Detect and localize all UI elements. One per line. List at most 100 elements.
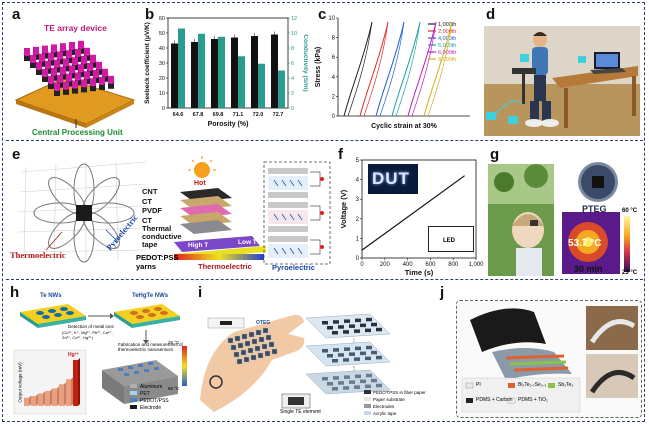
seebeck-bar	[171, 43, 178, 108]
temp-high-label: 60 °C	[622, 208, 638, 214]
ion-bar	[73, 360, 78, 406]
layer-cell	[376, 383, 382, 388]
row-separator-2	[6, 279, 643, 280]
te-leg-body	[24, 54, 30, 61]
h-legend-pedot: PEDOT/PSS	[130, 398, 169, 405]
layer-cell	[366, 373, 372, 378]
layer-cell	[349, 352, 355, 356]
x-tick-label: 600	[425, 262, 436, 268]
ion-bar	[38, 393, 43, 406]
x-tick-label: 71.1	[233, 112, 244, 118]
label-low-t: Low T	[238, 239, 257, 246]
te-leg-cap	[93, 70, 99, 76]
layer-cell	[366, 345, 372, 350]
stress-curve-5,000th	[391, 21, 421, 117]
te-leg-cap	[78, 64, 84, 71]
te-leg-body	[72, 86, 78, 94]
hand-te-cell	[255, 329, 262, 336]
y-tick-label: 10	[159, 91, 165, 97]
layer-labels: CNT CT PVDF CT Thermal conductive tape	[142, 187, 182, 249]
panel-a-subtitle: Central Processing Unit	[32, 128, 123, 137]
y-tick-label: 20	[159, 76, 165, 82]
te-leg-body	[63, 87, 69, 95]
layer-cell	[333, 348, 339, 352]
ion-bar-side	[71, 377, 73, 406]
layer-cell	[365, 356, 371, 361]
temp-low-label: 23 °C	[622, 270, 638, 276]
ion-bar-side	[57, 386, 59, 406]
hand-te-cell	[264, 350, 271, 357]
ion-bar	[45, 390, 50, 406]
textile-device-illustration	[17, 156, 331, 265]
plot-frame	[361, 159, 477, 259]
layer-cell	[365, 384, 371, 389]
y-tick-label: 0	[162, 106, 165, 112]
ion-response-bars	[24, 358, 80, 406]
layer-cell	[322, 377, 328, 381]
panel-d: d	[482, 4, 642, 138]
y2-tick-label: 4	[291, 76, 294, 82]
hand-te-grid	[227, 327, 278, 365]
wrist-teg-illustration	[200, 313, 391, 415]
layer-cell	[338, 353, 344, 357]
te-leg-cap	[102, 68, 108, 75]
layer-cell	[360, 323, 366, 328]
hand-te-cell	[247, 347, 254, 354]
panel-label-f: f	[338, 146, 343, 163]
ion-bar	[31, 395, 36, 406]
x-axis-label: Porosity (%)	[208, 121, 249, 128]
hand-te-cell	[244, 340, 251, 347]
layer-cell	[343, 358, 349, 362]
x-axis-label: Cyclic strain at 30%	[371, 123, 438, 130]
j-legend-sbte: Sb₂Te₃	[558, 382, 574, 388]
label-thermoelectric-bottom: Thermoelectric	[198, 262, 252, 271]
y-axis-label: Voltage (V)	[339, 189, 348, 228]
row-separator-1	[6, 140, 643, 141]
layer-cell	[332, 387, 338, 391]
y-tick-label: 0	[332, 114, 336, 120]
temp-cold-label: 65 °C	[168, 386, 180, 391]
te-leg-cap	[51, 67, 57, 74]
te-leg-cap	[54, 59, 60, 66]
stress-curve-return-2,000th	[363, 21, 389, 117]
layer-cell	[371, 378, 377, 383]
layer-pvdf-label: PVDF	[142, 206, 163, 215]
plot-frame	[167, 17, 289, 109]
x-tick-label: 1,000	[468, 262, 484, 268]
ion-bar-side	[36, 393, 38, 406]
ion-bar	[59, 384, 64, 406]
te-leg-cap	[72, 57, 78, 64]
ion-bar-side	[64, 382, 66, 406]
legend-entry: 4,000th	[438, 36, 456, 42]
te-leg-cap	[48, 76, 54, 82]
hand-te-cell	[236, 358, 243, 365]
panel-label-h: h	[10, 284, 20, 301]
dut-inset: DUT	[368, 164, 418, 194]
layer-cnt-label: CNT	[142, 187, 158, 196]
te-leg-cap	[69, 65, 75, 72]
layer-cell	[343, 386, 349, 390]
i-legend-electrodes: Electrodes	[373, 404, 395, 409]
y-tick-label: 50	[159, 31, 165, 37]
i-legend-paper: Paper substrate	[373, 397, 405, 402]
x-tick-label: 800	[448, 262, 459, 268]
y2-tick-label: 12	[291, 16, 297, 22]
y-axis-label: Stress (kPa)	[315, 47, 322, 87]
te-leg-cap	[72, 80, 78, 87]
x-tick-label: 72.0	[253, 112, 264, 118]
ion-bar	[24, 397, 29, 406]
panel-h: h	[6, 282, 192, 418]
legend-entry: 8,000th	[438, 57, 456, 63]
hand-te-cell	[257, 352, 264, 359]
hand-te-cell	[227, 337, 234, 344]
te-leg-body	[42, 75, 48, 82]
detection-label: Detection of metal ions	[68, 324, 114, 329]
h-legend-aluminum: Aluminum	[130, 384, 169, 391]
x-tick-label: 69.8	[213, 112, 224, 118]
layer-cell	[332, 359, 338, 363]
hand-te-cell	[237, 342, 244, 349]
layer-cell	[349, 380, 355, 384]
hand-te-cell	[261, 343, 268, 350]
h-legend-pet: PET	[130, 391, 169, 398]
layer-cell	[371, 322, 377, 327]
